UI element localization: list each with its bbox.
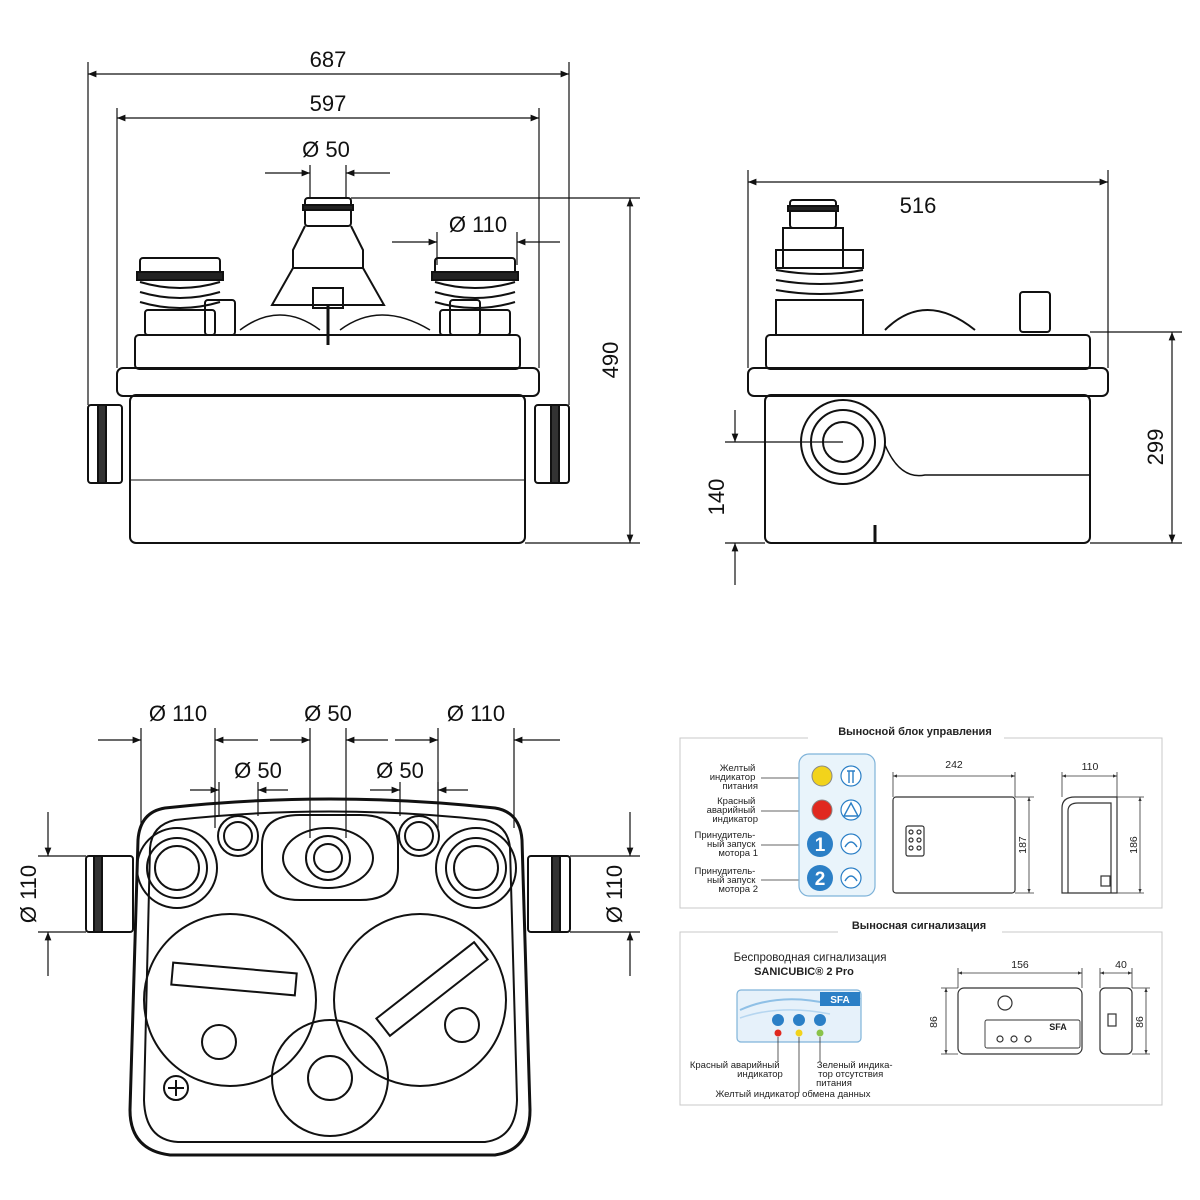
cb-label-red: Красный аварийный индикатор <box>707 796 758 825</box>
dim-top-outlet-center: Ø 50 <box>304 701 352 726</box>
dim-front-687: 687 <box>310 47 347 72</box>
front-rim <box>116 367 540 397</box>
yellow-led-icon <box>811 765 833 787</box>
front-view <box>87 197 570 544</box>
alarm-yellow-led <box>795 1029 803 1037</box>
side-lid <box>765 334 1091 370</box>
dim-front-490: 490 <box>598 342 623 379</box>
dim-top-aux-left: Ø 50 <box>234 758 282 783</box>
top-aux-left <box>217 815 259 857</box>
dim-top-side-right: Ø 110 <box>602 865 627 923</box>
alarm-red-led <box>774 1029 782 1037</box>
dim-alarm-width: 156 <box>1011 959 1029 971</box>
front-left-top-inlet <box>136 257 224 336</box>
side-dimensions <box>725 170 1182 585</box>
alarm-brand-logo: SFA <box>830 995 849 1006</box>
red-led-icon <box>811 799 833 821</box>
top-inlet-right <box>435 827 517 909</box>
motor1-button <box>807 831 833 857</box>
dim-alarm-depth: 40 <box>1115 959 1127 971</box>
top-right-side-inlet <box>527 855 571 933</box>
dim-cb-depth: 110 <box>1082 761 1099 773</box>
plug-icon <box>840 765 862 787</box>
dim-top-inlet-right: Ø 110 <box>447 701 505 726</box>
top-pump-disc <box>271 1019 389 1137</box>
alarm-data-icon <box>793 1014 805 1026</box>
side-tank-body <box>764 394 1091 544</box>
motor1-button-number: 1 <box>815 835 826 856</box>
alarm-box-side <box>1099 968 1150 1055</box>
control-box-front <box>892 772 1034 894</box>
alarm-power-icon <box>814 1014 826 1026</box>
control-box-remote: 1 2 <box>798 753 876 897</box>
motor-icon <box>840 833 862 855</box>
alarm-label-yellow: Желтый индикатор обмена данных <box>716 1089 871 1100</box>
dim-top-inlet-left: Ø 110 <box>149 701 207 726</box>
top-inlet-left <box>136 827 218 909</box>
dim-alarm-depth-height: 86 <box>1134 1016 1146 1028</box>
dim-cb-width: 242 <box>945 759 963 771</box>
dim-front-top-outlet: Ø 50 <box>302 137 350 162</box>
top-dimensions <box>38 728 640 976</box>
motor2-button-number: 2 <box>815 869 826 890</box>
cb-label-motor1: Принудитель- ный запуск мотора 1 <box>695 830 758 859</box>
motor2-button <box>807 865 833 891</box>
cb-label-yellow: Желтый индикатор питания <box>710 763 758 792</box>
top-label-plate-left <box>170 961 298 997</box>
control-box-panel <box>679 724 1163 909</box>
alarm-brand-small: SFA <box>1049 1022 1067 1032</box>
remote-alarm-product: SANICUBIC® 2 Pro <box>754 966 854 978</box>
side-rim <box>747 367 1109 397</box>
top-motor-disc-left <box>143 913 317 1087</box>
alarm-green-led <box>816 1029 824 1037</box>
top-motor-disc-right <box>333 913 507 1087</box>
remote-alarm-panel <box>679 918 1163 1106</box>
alarm-label-green: Зеленый индика- тор отсутствия питания <box>816 1060 895 1089</box>
dim-top-aux-right: Ø 50 <box>376 758 424 783</box>
dim-side-299: 299 <box>1143 429 1168 466</box>
front-right-top-inlet <box>431 257 519 336</box>
cb-label-motor2: Принудитель- ный запуск мотора 2 <box>695 866 758 895</box>
alarm-device: SFA <box>736 989 862 1043</box>
top-label-plate-right <box>374 940 490 1038</box>
front-tank-body <box>129 394 526 544</box>
control-box-title: Выносной блок управления <box>838 726 992 738</box>
top-outlet-center <box>282 827 374 889</box>
control-box-side <box>1061 772 1144 894</box>
dim-side-516: 516 <box>900 193 937 218</box>
dim-front-597: 597 <box>310 91 347 116</box>
dim-alarm-height: 86 <box>928 1016 940 1028</box>
remote-alarm-title: Выносная сигнализация <box>852 920 986 932</box>
front-center-outlet <box>270 197 386 345</box>
alarm-label-red: Красный аварийный индикатор <box>690 1060 783 1080</box>
dim-cb-depth-height: 186 <box>1128 836 1140 854</box>
front-dimensions <box>87 62 640 544</box>
alarm-warning-icon <box>772 1014 784 1026</box>
alarm-box-front <box>941 968 1083 1055</box>
top-aux-right <box>398 815 440 857</box>
top-view <box>85 797 571 1157</box>
dim-cb-height: 187 <box>1017 836 1029 854</box>
dim-side-140: 140 <box>704 479 729 516</box>
dim-front-side-inlet: Ø 110 <box>449 212 507 237</box>
motor-icon <box>840 867 862 889</box>
top-outer-housing <box>128 797 532 1157</box>
remote-alarm-heading: Беспроводная сигнализация <box>734 952 887 964</box>
top-left-side-inlet <box>85 855 134 933</box>
dim-top-side-left: Ø 110 <box>16 865 41 923</box>
side-view <box>747 199 1109 544</box>
warning-icon <box>840 799 862 821</box>
